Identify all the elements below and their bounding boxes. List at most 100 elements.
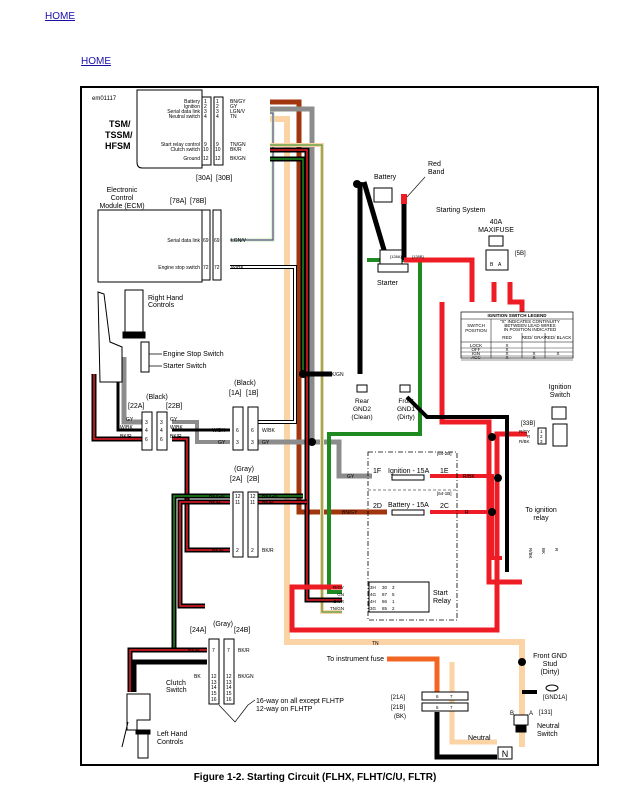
wire-r-bk — [430, 474, 502, 560]
pin-number: 12 — [235, 494, 241, 500]
front-gnd-stud-title-1: Front GND — [533, 653, 567, 660]
engine-stop-switch-label: Engine Stop Switch — [163, 351, 224, 358]
tsm-wire-label: BK/R — [230, 147, 242, 153]
conn24-note-1: 16-way on all except FLHTP — [256, 698, 344, 705]
conn1-color: (Black) — [234, 380, 256, 387]
neutral-switch-icon — [513, 714, 529, 733]
conn24-note-2: 12-way on FLHTP — [256, 706, 313, 713]
legend-row-position: ACC — [471, 355, 481, 360]
connector-label-33b: [33B] — [521, 421, 535, 427]
home-link-top[interactable]: HOME — [45, 11, 75, 22]
fuse-ign-icon — [391, 474, 425, 481]
pin-number: 6 — [436, 694, 439, 699]
neutral-indicator-letter: N — [502, 749, 509, 759]
front-gnd-3: (Dirty) — [397, 414, 415, 421]
pin-number: 6 — [251, 428, 254, 434]
wire-orange — [387, 656, 440, 692]
tsm-title-3: HFSM — [105, 141, 131, 151]
tsm-wire-label: BK/GN — [230, 156, 246, 162]
ecm-wire-label: LGN/V — [231, 238, 247, 244]
pin-number: 11 — [250, 500, 255, 506]
fuse-ign-wire-in: GY — [347, 474, 355, 480]
ecm-module — [97, 209, 203, 283]
connector-label-128b: [128B] — [412, 254, 424, 259]
pin-number: 7 — [212, 648, 215, 654]
wire-rh-gy — [121, 357, 147, 425]
tsm-wire-label: BN/GY — [230, 99, 246, 105]
wire-gy — [270, 106, 372, 479]
ign-relay-title-1: To ignition — [525, 507, 557, 514]
pin-number: 3 — [251, 440, 254, 446]
legend-cell: X — [505, 351, 508, 356]
pin-number: 3 — [236, 440, 239, 446]
ign-relay-title-2: relay — [533, 515, 549, 522]
ecm-pin-number: 72 — [203, 265, 209, 271]
pin-number: 4 — [160, 428, 163, 434]
wire-r-gy — [289, 431, 527, 633]
wire-label: R/BK — [519, 439, 530, 444]
front-gnd-1: Front — [398, 398, 413, 405]
rear-gnd-1: Rear — [355, 398, 370, 405]
tsm-pin-label: Start relay control — [161, 142, 200, 148]
wire-label: BK/R — [238, 648, 250, 654]
tsm-title-2: TSSM/ — [105, 130, 133, 140]
fuse-ign-in: 1F — [373, 468, 381, 475]
ignition-switch-title-2: Switch — [550, 392, 571, 399]
maxifuse-title-1: 40A — [490, 219, 503, 226]
start-relay-box — [368, 581, 430, 613]
connector-21b — [421, 702, 469, 712]
wire-label: R/BK — [528, 548, 533, 559]
tsm-pin-label: Ignition — [184, 104, 200, 110]
conn21-color: (BK) — [394, 714, 406, 720]
ground-front-icon — [399, 384, 411, 393]
tsm-pin-label: Neutral switch — [169, 114, 201, 120]
leader-line — [406, 176, 426, 198]
connector-label-21a: [21A] — [391, 695, 405, 701]
wire-label: BK — [541, 548, 546, 554]
left-hand-title-1: Left Hand — [157, 731, 187, 738]
starter-icon — [377, 249, 409, 273]
neutral-switch-pin-b: B — [510, 711, 514, 717]
start-relay-wire: TN/GN — [330, 606, 344, 611]
leader-line — [218, 699, 256, 723]
wire-label: BK/R — [120, 434, 132, 440]
pin-number: 6 — [236, 428, 239, 434]
ground-rear-icon — [356, 384, 368, 393]
legend-col-red-black: RED/ BLACK — [545, 335, 572, 340]
legend-header-note-2: BETWEEN LEAD WIRES — [504, 323, 555, 328]
connector-label-30b: [30B] — [216, 175, 232, 182]
maxifuse-pin-a: A — [498, 262, 502, 268]
front-gnd-2: GND1 — [397, 406, 415, 413]
connector-label-2a: [2A] — [230, 476, 243, 483]
start-relay-cav: 4G — [370, 592, 377, 597]
pin-number: 7 — [450, 705, 453, 710]
pin-number: 2 — [236, 548, 239, 554]
start-relay-cav: 3H — [370, 585, 376, 590]
red-band-label-1: Red — [428, 161, 441, 168]
red-band-label-2: Band — [428, 169, 444, 176]
pin-number: 12 — [226, 674, 232, 680]
pin-number: 11 — [235, 500, 240, 506]
start-relay-term: 87 — [382, 592, 388, 597]
ign-relay-wires: R/BK BK R — [528, 548, 559, 559]
tsm-pin-label: Ground — [183, 156, 200, 162]
wire-tn-gn-core — [270, 144, 342, 613]
tsm-pin-number: 9 — [216, 142, 219, 148]
home-link-second[interactable]: HOME — [81, 56, 111, 67]
start-relay-pin: 5 — [392, 592, 395, 597]
pin-number: 14 — [211, 685, 217, 691]
tsm-module — [136, 89, 203, 169]
connector-label-24a: [24A] — [190, 627, 206, 634]
wire-rh-bkr-core — [93, 374, 147, 440]
fuse-bat-ref: [64-1B] — [437, 491, 452, 496]
conn22-pins: 3 4 6 3 4 6 GY W/BK BK/R GY W/BK BK/R — [120, 417, 183, 443]
left-hand-controls-icon — [121, 693, 151, 759]
connector-1a — [232, 406, 244, 451]
pin-number: 12 — [211, 674, 217, 680]
start-relay-pin: 3 — [392, 585, 395, 590]
neutral-indicator-icon — [497, 746, 513, 760]
start-relay-cav: 3G — [370, 606, 377, 611]
connector-label-5b: [5B] — [515, 251, 526, 257]
right-hand-title-1: Right Hand — [148, 295, 183, 302]
